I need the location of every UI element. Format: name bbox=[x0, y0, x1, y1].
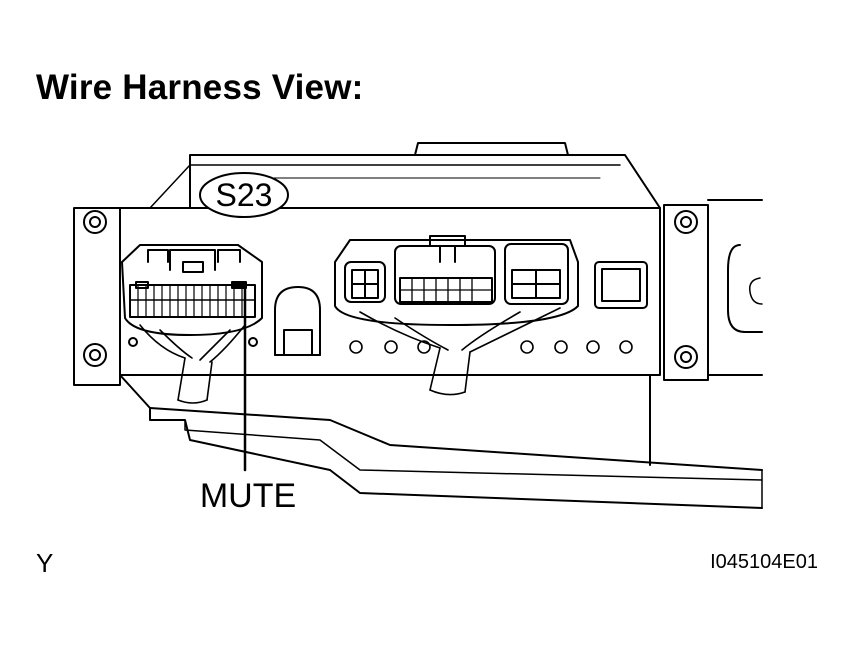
figure-id: I045104E01 bbox=[710, 551, 818, 573]
square-indicator bbox=[594, 261, 648, 309]
bolt-icon bbox=[674, 210, 698, 234]
connector-label: S23 bbox=[216, 177, 273, 213]
lower-bracket bbox=[149, 407, 763, 509]
bolt-icon bbox=[83, 343, 107, 367]
harness-clip bbox=[274, 286, 321, 356]
mounting-holes bbox=[349, 340, 633, 354]
bolt-icon bbox=[83, 210, 107, 234]
bolt-icon bbox=[674, 345, 698, 369]
left-mounting-bracket bbox=[73, 207, 121, 386]
mute-callout-label: MUTE bbox=[200, 477, 296, 515]
center-wire-bundle bbox=[359, 307, 561, 396]
left-wire-bundle bbox=[139, 324, 246, 404]
diagram-title: Wire Harness View: bbox=[36, 68, 364, 107]
connector-center bbox=[334, 235, 579, 326]
adjacent-unit bbox=[707, 199, 763, 376]
upper-housing bbox=[149, 142, 661, 209]
connector-label-ellipse bbox=[199, 172, 289, 218]
right-mounting-bracket bbox=[663, 204, 709, 381]
corner-left-label: Y bbox=[36, 548, 54, 578]
connector-s23 bbox=[121, 244, 263, 347]
